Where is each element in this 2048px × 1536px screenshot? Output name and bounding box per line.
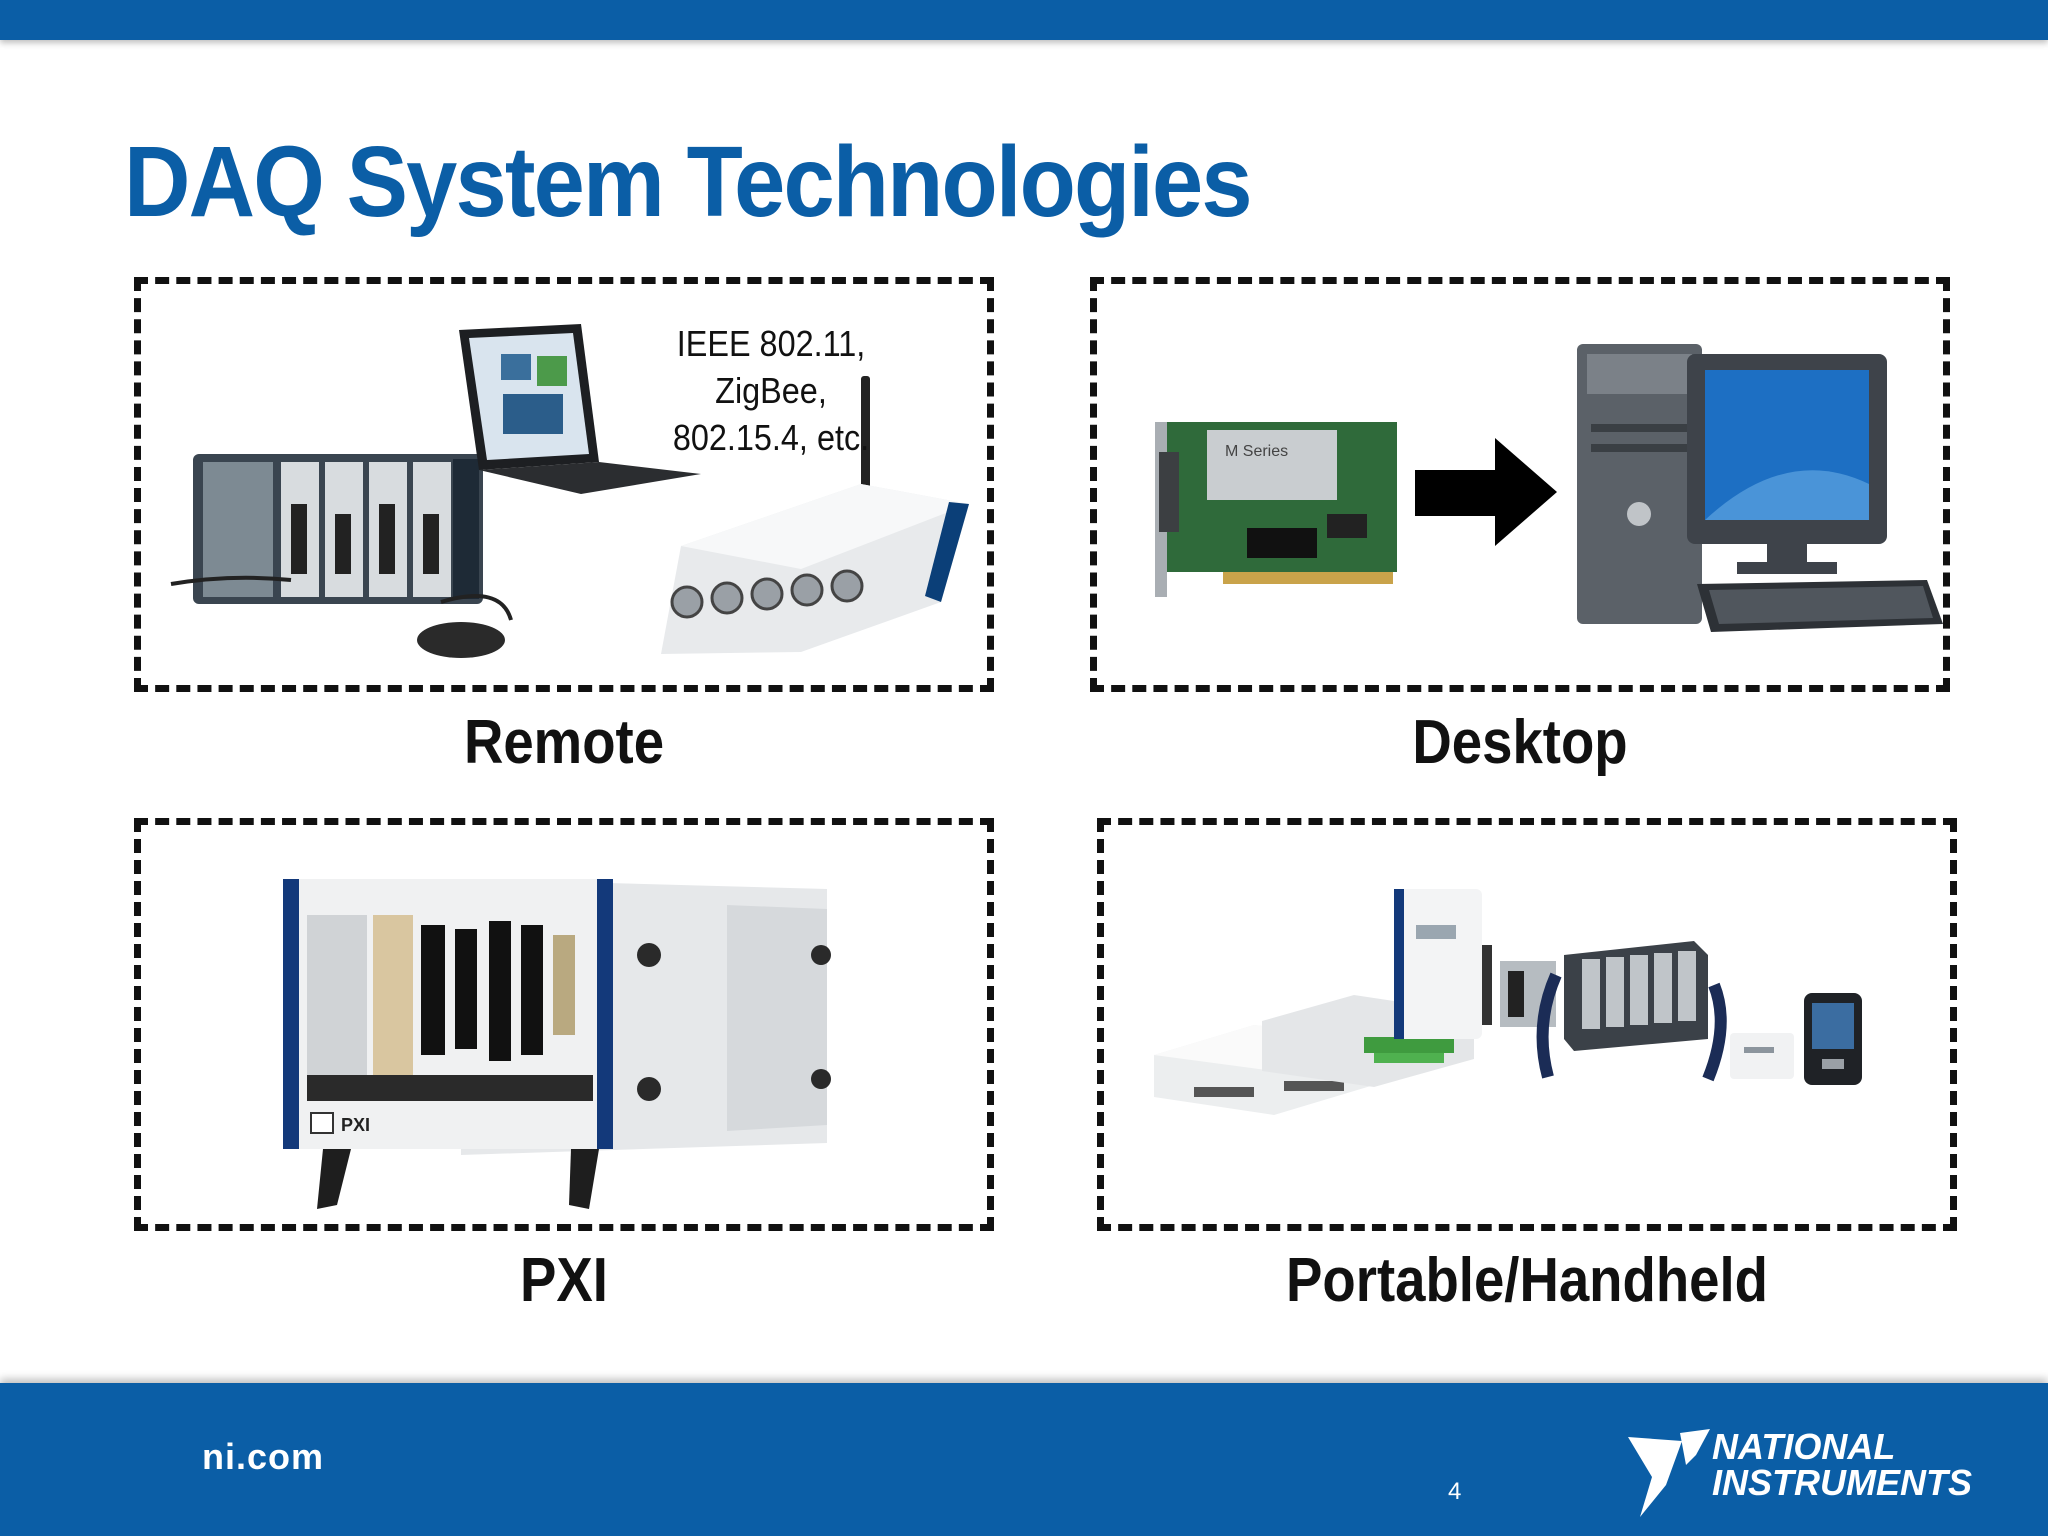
logo-national-text: NATIONAL bbox=[1712, 1426, 1896, 1467]
pxi-chassis-image: PXI bbox=[283, 879, 831, 1209]
arrow-icon bbox=[1415, 438, 1557, 546]
portable-caption: Portable/Handheld bbox=[1285, 1246, 1769, 1315]
pxi-panel: PXI bbox=[134, 818, 994, 1231]
small-daq-device-image bbox=[1730, 1033, 1794, 1079]
desktop-tower-image bbox=[1577, 344, 1702, 624]
portable-devices-illustration bbox=[1154, 889, 1862, 1115]
card-label-text: M Series bbox=[1225, 443, 1288, 460]
logo-instruments-text: INSTRUMENTS bbox=[1712, 1462, 1972, 1503]
ni-logo: NATIONAL INSTRUMENTS bbox=[1626, 1425, 2006, 1520]
desktop-panel: M Series bbox=[1090, 277, 1950, 692]
ni-eagle-icon bbox=[1628, 1429, 1710, 1517]
portable-panel bbox=[1097, 818, 1957, 1231]
usb-cdaq-device-image bbox=[1394, 889, 1492, 1039]
footer-bar: ni.com 4 NATIONAL INSTRUMENTS bbox=[0, 1383, 2048, 1536]
antenna-image bbox=[861, 376, 870, 491]
pxi-chassis-illustration: PXI bbox=[283, 879, 831, 1209]
handheld-pda-image bbox=[1804, 993, 1862, 1085]
site-url: ni.com bbox=[202, 1436, 325, 1477]
pxi-chassis-label: PXI bbox=[341, 1115, 370, 1135]
top-banner bbox=[0, 0, 2048, 40]
crio-chassis-image bbox=[170, 454, 513, 658]
pxi-caption: PXI bbox=[520, 1246, 608, 1315]
remote-caption: Remote bbox=[463, 708, 665, 777]
wireless-daq-device-image bbox=[661, 484, 969, 654]
keyboard-image bbox=[1697, 580, 1943, 632]
laptop-image bbox=[459, 324, 701, 494]
remote-panel: IEEE 802.11, ZigBee, 802.15.4, etc. bbox=[134, 277, 994, 692]
remote-devices-illustration bbox=[170, 324, 969, 658]
monitor-image bbox=[1687, 354, 1887, 574]
cdaq-chassis-image bbox=[1536, 941, 1727, 1082]
slide-title: DAQ System Technologies bbox=[124, 126, 1253, 238]
desktop-devices-illustration: M Series bbox=[1155, 344, 1943, 632]
wireless-label-line1: IEEE 802.11, ZigBee, bbox=[676, 323, 866, 411]
wireless-label-line2: 802.15.4, etc. bbox=[672, 417, 870, 458]
desktop-caption: Desktop bbox=[1412, 708, 1628, 777]
page-number: 4 bbox=[1448, 1478, 1462, 1505]
pci-daq-card-image: M Series bbox=[1155, 422, 1397, 597]
wireless-standards-label: IEEE 802.11, ZigBee, 802.15.4, etc. bbox=[623, 320, 920, 461]
